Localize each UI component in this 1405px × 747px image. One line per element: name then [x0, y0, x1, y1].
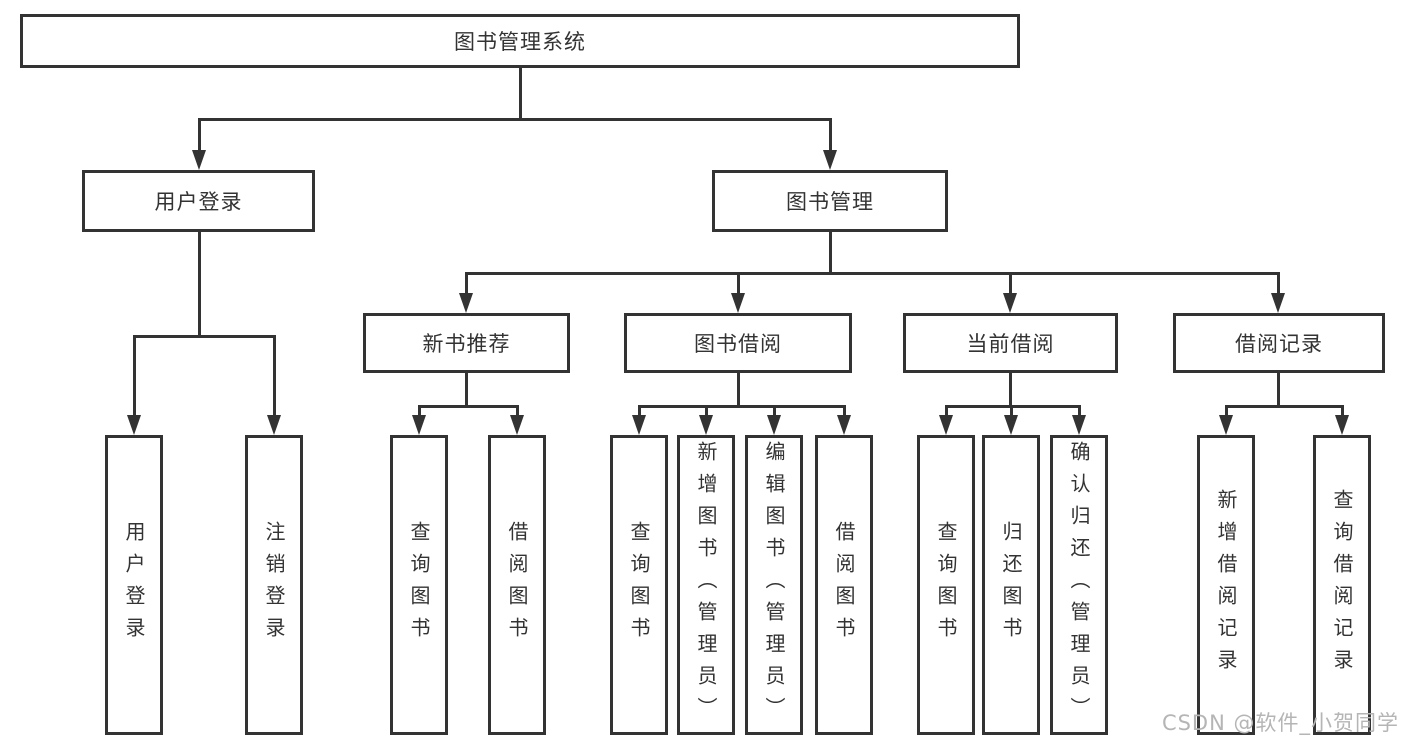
leaf-add-borrow-record: 新增借阅记录	[1197, 435, 1255, 735]
node-new-book-recommend: 新书推荐	[363, 313, 570, 373]
leaf-borrow-borrow-book-label: 借阅图书	[832, 521, 856, 649]
csdn-watermark: CSDN @软件_小贺同学	[1161, 711, 1399, 735]
arrowhead-down	[731, 293, 745, 313]
connector-line	[273, 335, 276, 417]
leaf-recommend-borrow-book-label: 借阅图书	[505, 521, 529, 649]
connector-line	[1225, 405, 1344, 408]
arrowhead-down	[127, 415, 141, 435]
node-root: 图书管理系统	[20, 14, 1020, 68]
connector-line	[773, 405, 776, 417]
connector-line	[418, 405, 421, 417]
connector-line	[1277, 373, 1280, 408]
node-book-management: 图书管理	[712, 170, 948, 232]
leaf-add-book-admin-label: 新增图书（管理员）	[694, 441, 718, 729]
node-book-management-label: 图书管理	[786, 190, 874, 214]
node-current-borrow: 当前借阅	[903, 313, 1118, 373]
arrowhead-down	[1335, 415, 1349, 435]
leaf-borrow-query-book: 查询图书	[610, 435, 668, 735]
connector-line	[829, 118, 832, 152]
leaf-logout: 注销登录	[245, 435, 303, 735]
node-new-book-recommend-label: 新书推荐	[422, 332, 511, 356]
node-user-login: 用户登录	[82, 170, 315, 232]
leaf-query-borrow-record: 查询借阅记录	[1313, 435, 1371, 735]
connector-line	[737, 272, 740, 295]
connector-line	[465, 373, 468, 408]
leaf-add-book-admin: 新增图书（管理员）	[677, 435, 735, 735]
connector-line	[418, 405, 519, 408]
leaf-current-query-book-label: 查询图书	[934, 521, 958, 649]
connector-line	[465, 272, 468, 295]
connector-line	[198, 118, 830, 121]
connector-line	[638, 405, 846, 408]
connector-line	[705, 405, 708, 417]
leaf-return-book: 归还图书	[982, 435, 1040, 735]
connector-line	[945, 405, 1081, 408]
connector-line	[1010, 405, 1013, 417]
leaf-add-borrow-record-label: 新增借阅记录	[1214, 489, 1238, 681]
leaf-user-login-label: 用户登录	[122, 521, 146, 649]
leaf-query-borrow-record-label: 查询借阅记录	[1330, 489, 1354, 681]
node-borrow-records: 借阅记录	[1173, 313, 1385, 373]
node-borrow-records-label: 借阅记录	[1235, 332, 1323, 356]
leaf-logout-label: 注销登录	[262, 521, 286, 649]
connector-line	[638, 405, 641, 417]
arrowhead-down	[767, 415, 781, 435]
connector-line	[1078, 405, 1081, 417]
connector-line	[843, 405, 846, 417]
arrowhead-down	[699, 415, 713, 435]
node-book-borrow: 图书借阅	[624, 313, 852, 373]
connector-line	[519, 68, 522, 121]
arrowhead-down	[510, 415, 524, 435]
connector-line	[1009, 373, 1012, 408]
leaf-confirm-return-admin: 确认归还（管理员）	[1050, 435, 1108, 735]
leaf-borrow-borrow-book: 借阅图书	[815, 435, 873, 735]
leaf-edit-book-admin-label: 编辑图书（管理员）	[762, 441, 786, 729]
connector-line	[516, 405, 519, 417]
arrowhead-down	[837, 415, 851, 435]
connector-line	[133, 335, 276, 338]
connector-line	[465, 272, 1280, 275]
node-current-borrow-label: 当前借阅	[966, 332, 1055, 356]
arrowhead-down	[1004, 415, 1018, 435]
leaf-return-book-label: 归还图书	[999, 521, 1023, 649]
arrowhead-down	[939, 415, 953, 435]
arrowhead-down	[823, 150, 837, 170]
node-root-label: 图书管理系统	[454, 30, 586, 54]
connector-line	[829, 232, 832, 275]
leaf-borrow-query-book-label: 查询图书	[627, 521, 651, 649]
connector-line	[198, 232, 201, 338]
connector-line	[945, 405, 948, 417]
arrowhead-down	[1072, 415, 1086, 435]
arrowhead-down	[632, 415, 646, 435]
connector-line	[1009, 272, 1012, 295]
node-user-login-label: 用户登录	[154, 190, 243, 214]
connector-line	[1277, 272, 1280, 295]
leaf-recommend-query-book: 查询图书	[390, 435, 448, 735]
arrowhead-down	[412, 415, 426, 435]
leaf-recommend-query-book-label: 查询图书	[407, 521, 431, 649]
connector-line	[737, 373, 740, 408]
connector-line	[1341, 405, 1344, 417]
arrowhead-down	[192, 150, 206, 170]
leaf-current-query-book: 查询图书	[917, 435, 975, 735]
arrowhead-down	[1219, 415, 1233, 435]
arrowhead-down	[1003, 293, 1017, 313]
leaf-edit-book-admin: 编辑图书（管理员）	[745, 435, 803, 735]
connector-line	[1225, 405, 1228, 417]
arrowhead-down	[459, 293, 473, 313]
arrowhead-down	[1271, 293, 1285, 313]
leaf-recommend-borrow-book: 借阅图书	[488, 435, 546, 735]
node-book-borrow-label: 图书借阅	[694, 332, 782, 356]
connector-line	[198, 118, 201, 152]
leaf-confirm-return-admin-label: 确认归还（管理员）	[1067, 441, 1091, 729]
arrowhead-down	[267, 415, 281, 435]
leaf-user-login: 用户登录	[105, 435, 163, 735]
connector-line	[133, 335, 136, 417]
